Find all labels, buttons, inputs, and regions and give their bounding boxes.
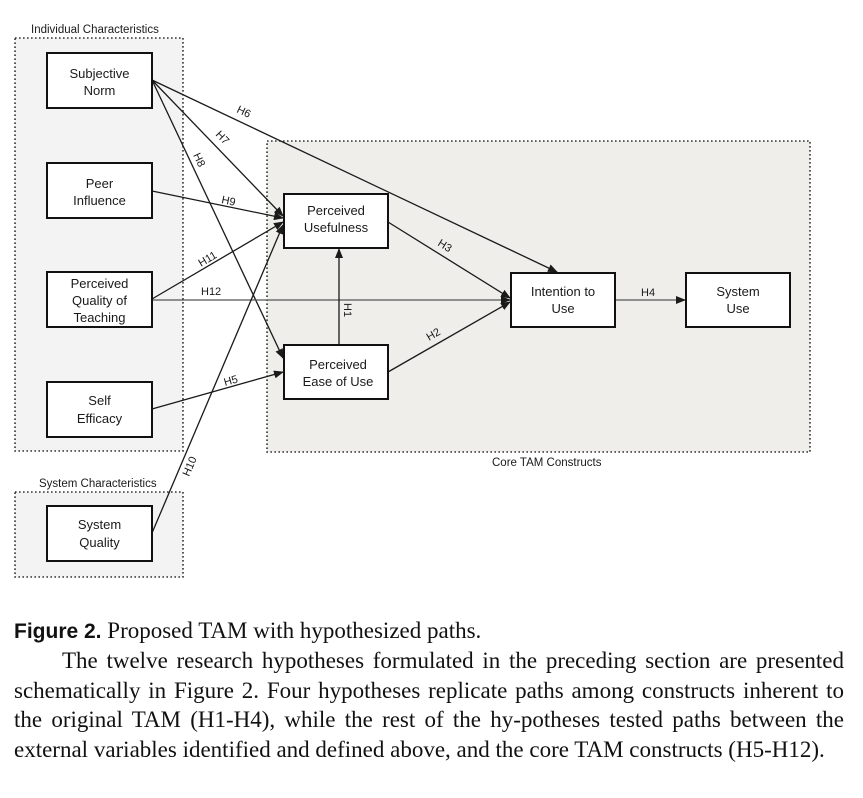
figure-caption: Figure 2. Proposed TAM with hypothesized… bbox=[14, 616, 854, 647]
svg-text:Perceived: Perceived bbox=[71, 276, 129, 291]
individual-characteristics-label: Individual Characteristics bbox=[31, 24, 159, 36]
label-h9: H9 bbox=[220, 194, 236, 209]
core-tam-label: Core TAM Constructs bbox=[492, 457, 602, 469]
edge-h7 bbox=[151, 79, 284, 217]
node-intention-to-use: Intention to Use bbox=[510, 272, 616, 328]
node-perceived-quality-of-teaching: Perceived Quality of Teaching bbox=[46, 271, 153, 328]
edge-h10 bbox=[151, 224, 284, 534]
edge-h9 bbox=[151, 190, 284, 221]
svg-text:Influence: Influence bbox=[73, 193, 126, 208]
node-perceived-usefulness: Perceived Usefulness bbox=[283, 193, 389, 249]
svg-text:System: System bbox=[78, 517, 121, 532]
figure-caption-text: Proposed TAM with hypothesized paths. bbox=[101, 618, 482, 643]
label-h8: H8 bbox=[190, 151, 207, 169]
node-system-use: System Use bbox=[685, 272, 791, 328]
label-h1: H1 bbox=[341, 303, 353, 317]
svg-text:Perceived: Perceived bbox=[307, 203, 365, 218]
edge-h8 bbox=[151, 79, 284, 359]
node-perceived-ease-of-use: Perceived Ease of Use bbox=[283, 344, 389, 400]
svg-text:Teaching: Teaching bbox=[73, 310, 125, 325]
node-subjective-norm: Subjective Norm bbox=[46, 52, 153, 109]
system-characteristics-label: System Characteristics bbox=[39, 478, 157, 490]
edge-h5 bbox=[151, 370, 284, 410]
svg-text:System: System bbox=[716, 284, 759, 299]
node-self-efficacy: Self Efficacy bbox=[46, 381, 153, 438]
svg-text:Quality of: Quality of bbox=[72, 293, 127, 308]
svg-text:Norm: Norm bbox=[84, 83, 116, 98]
svg-text:Usefulness: Usefulness bbox=[304, 220, 369, 235]
node-peer-influence: Peer Influence bbox=[46, 162, 153, 219]
edge-h11 bbox=[151, 221, 284, 300]
body-paragraph: The twelve research hypotheses formulate… bbox=[14, 646, 844, 764]
edge-h2 bbox=[387, 301, 511, 373]
svg-text:Ease of Use: Ease of Use bbox=[303, 374, 374, 389]
svg-text:Perceived: Perceived bbox=[309, 357, 367, 372]
svg-text:Quality: Quality bbox=[79, 535, 120, 550]
label-h12: H12 bbox=[201, 286, 221, 298]
node-system-quality: System Quality bbox=[46, 505, 153, 562]
svg-text:Subjective: Subjective bbox=[70, 66, 130, 81]
svg-text:Self: Self bbox=[88, 393, 111, 408]
tam-diagram: Individual Characteristics System Charac… bbox=[14, 24, 811, 578]
figure-label: Figure 2. bbox=[14, 620, 102, 643]
edges bbox=[151, 79, 686, 534]
svg-text:Use: Use bbox=[551, 301, 574, 316]
label-h5: H5 bbox=[223, 374, 240, 389]
label-h4: H4 bbox=[641, 287, 655, 299]
svg-text:Efficacy: Efficacy bbox=[77, 411, 123, 426]
svg-text:Peer: Peer bbox=[86, 176, 114, 191]
label-h6: H6 bbox=[235, 104, 253, 121]
svg-text:Use: Use bbox=[726, 301, 749, 316]
svg-text:Intention to: Intention to bbox=[531, 284, 595, 299]
label-h7: H7 bbox=[213, 129, 231, 147]
edge-h6 bbox=[151, 79, 558, 273]
body-paragraph-text: The twelve research hypotheses formulate… bbox=[14, 648, 844, 762]
edge-h3 bbox=[387, 221, 511, 299]
